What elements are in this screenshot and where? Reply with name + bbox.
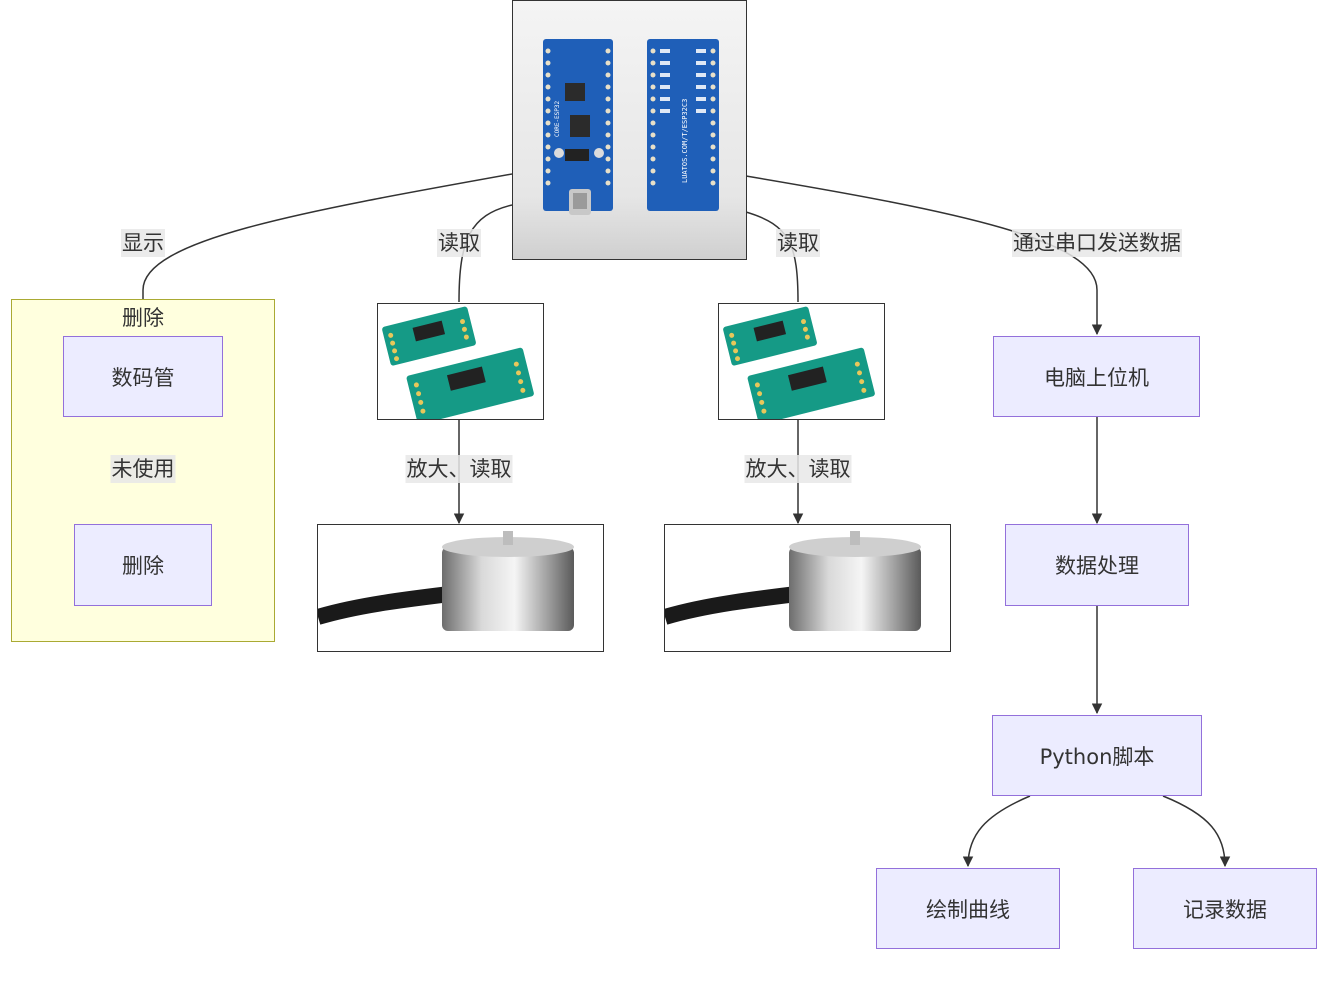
board-front-label: CORE-ESP32: [554, 100, 561, 137]
edge-label-amplify-read-right: 放大、读取: [744, 455, 852, 483]
mcu-board-image: CORE-ESP32 LUATOS.COM/T/ESP32C3: [512, 0, 747, 260]
edge-label-serial-send: 通过串口发送数据: [1012, 229, 1182, 257]
edge-board-to-amp-right: [745, 211, 799, 303]
node-draw-curve[interactable]: 绘制曲线: [876, 868, 1060, 949]
board-front: CORE-ESP32: [543, 39, 613, 215]
edge-label-amplify-read-left: 放大、读取: [405, 455, 513, 483]
subgraph-title: 删除: [122, 306, 164, 330]
edge-board-to-display: [137, 173, 513, 336]
amplifier-right-image: [718, 303, 885, 420]
edge-label-read-right: 读取: [776, 229, 820, 257]
load-cell-right-image: [664, 524, 951, 652]
node-display[interactable]: 数码管: [63, 336, 223, 417]
edge-python-to-record: [1162, 795, 1231, 868]
node-python-script[interactable]: Python脚本: [992, 715, 1202, 796]
amplifier-left-image: [377, 303, 544, 420]
node-pc-host[interactable]: 电脑上位机: [993, 336, 1200, 417]
node-deleted[interactable]: 删除: [74, 524, 212, 606]
edge-label-read-left: 读取: [437, 229, 481, 257]
node-record-data[interactable]: 记录数据: [1133, 868, 1317, 949]
node-data-processing[interactable]: 数据处理: [1005, 524, 1189, 606]
edge-board-to-pc: [745, 175, 1103, 336]
board-back: LUATOS.COM/T/ESP32C3: [647, 39, 719, 211]
edge-label-show: 显示: [121, 229, 165, 257]
edge-python-to-curve: [962, 795, 1031, 868]
board-back-label: LUATOS.COM/T/ESP32C3: [681, 99, 689, 183]
load-cell-left-image: [317, 524, 604, 652]
edge-label-unused: 未使用: [110, 455, 176, 483]
